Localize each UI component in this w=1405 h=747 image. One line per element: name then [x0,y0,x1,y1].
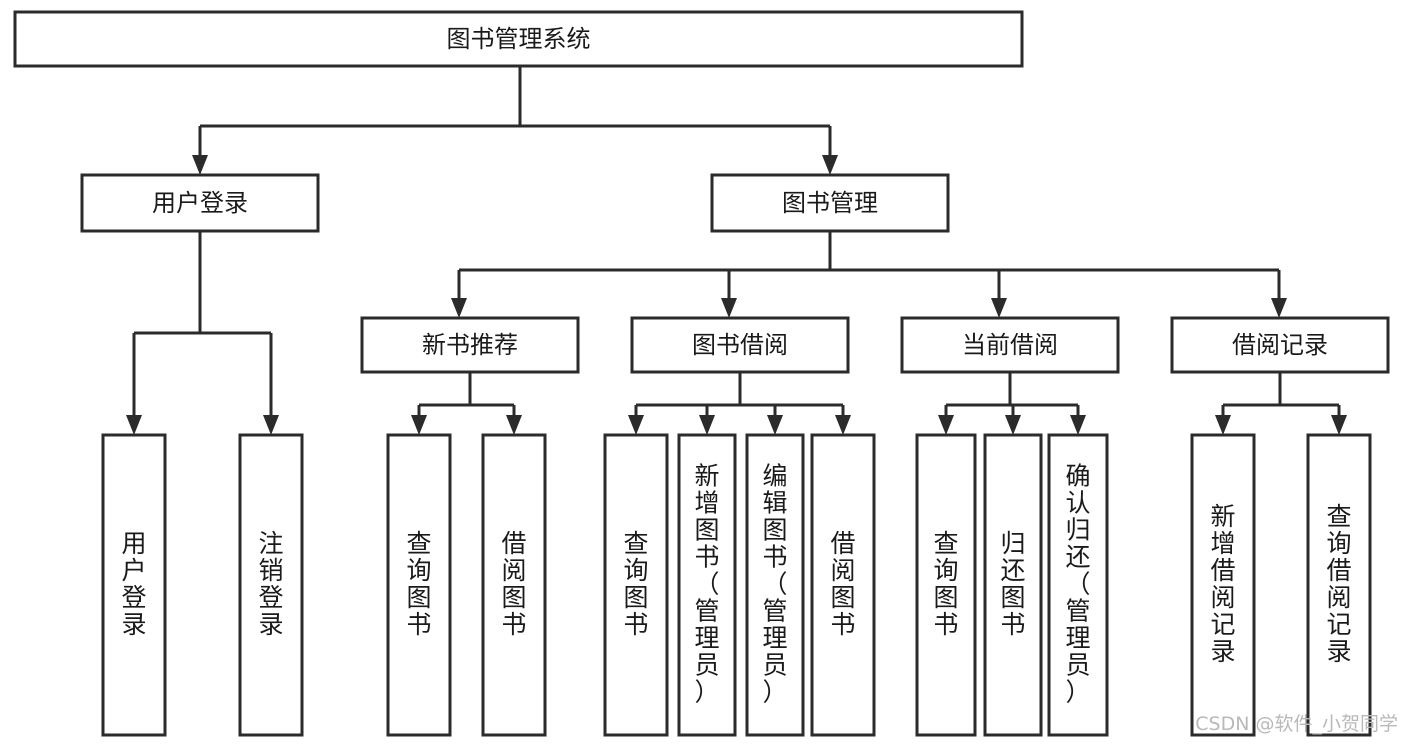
node-label-leaf-borrow-book: 借阅图书 [830,529,855,639]
node-box-leaf-query-borrow-record[interactable] [1306,433,1372,737]
node-borrow-record[interactable]: 借阅记录 [1170,316,1390,374]
node-label-leaf-borrow-book-recommend: 借阅图书 [501,529,526,639]
node-box-leaf-user-logout[interactable] [238,433,304,737]
node-leaf-borrow-book[interactable]: 借阅图书 [810,433,876,737]
node-box-leaf-edit-book[interactable] [745,433,805,737]
node-label-leaf-add-book: 新增图书（管理员） [694,462,719,707]
node-label-new-book-recommend: 新书推荐 [422,331,518,359]
node-label-leaf-edit-book: 编辑图书（管理员） [762,462,787,707]
node-label-leaf-user-logout: 注销登录 [258,529,283,639]
connector-borrow-record [1215,372,1347,435]
node-book-management[interactable]: 图书管理 [710,173,950,233]
node-leaf-return-book[interactable]: 归还图书 [983,433,1043,737]
node-leaf-edit-book[interactable]: 编辑图书（管理员） [745,433,805,737]
node-leaf-add-borrow-record[interactable]: 新增借阅记录 [1190,433,1256,737]
node-layer: 图书管理系统用户登录图书管理新书推荐图书借阅当前借阅借阅记录用户登录注销登录查询… [13,10,1390,737]
node-label-root: 图书管理系统 [447,25,591,53]
node-label-borrow-record: 借阅记录 [1232,331,1328,359]
node-label-leaf-add-borrow-record: 新增借阅记录 [1210,502,1235,666]
connector-user-login [126,231,279,435]
node-book-borrow[interactable]: 图书借阅 [630,316,850,374]
node-box-user-login[interactable] [80,173,320,233]
node-new-book-recommend[interactable]: 新书推荐 [360,316,580,374]
node-box-leaf-query-book-recommend[interactable] [386,433,452,737]
node-label-leaf-user-login: 用户登录 [121,529,146,639]
node-leaf-user-login[interactable]: 用户登录 [101,433,167,737]
node-box-new-book-recommend[interactable] [360,316,580,374]
node-leaf-add-book[interactable]: 新增图书（管理员） [677,433,737,737]
node-label-leaf-query-book-current: 查询图书 [933,529,958,639]
node-box-leaf-query-book-current[interactable] [915,433,977,737]
node-box-root[interactable] [13,10,1024,68]
node-label-leaf-query-book-recommend: 查询图书 [406,529,431,639]
node-box-leaf-confirm-return[interactable] [1047,433,1109,737]
node-label-leaf-query-book-borrow: 查询图书 [623,529,648,639]
node-leaf-confirm-return[interactable]: 确认归还（管理员） [1047,433,1109,737]
node-box-leaf-user-login[interactable] [101,433,167,737]
node-current-borrow[interactable]: 当前借阅 [900,316,1120,374]
node-user-login[interactable]: 用户登录 [80,173,320,233]
node-label-leaf-return-book: 归还图书 [1000,529,1025,639]
node-leaf-query-book-borrow[interactable]: 查询图书 [603,433,669,737]
node-label-book-borrow: 图书借阅 [692,331,788,359]
node-box-leaf-add-book[interactable] [677,433,737,737]
node-box-leaf-borrow-book[interactable] [810,433,876,737]
node-leaf-borrow-book-recommend[interactable]: 借阅图书 [481,433,547,737]
node-box-book-borrow[interactable] [630,316,850,374]
connector-root [192,66,838,175]
node-label-book-management: 图书管理 [782,189,878,217]
connector-book-borrow [628,372,851,435]
node-box-leaf-add-borrow-record[interactable] [1190,433,1256,737]
node-label-current-borrow: 当前借阅 [962,331,1058,359]
node-leaf-user-logout[interactable]: 注销登录 [238,433,304,737]
node-box-book-management[interactable] [710,173,950,233]
connector-layer [126,66,1347,435]
node-box-leaf-return-book[interactable] [983,433,1043,737]
node-label-leaf-confirm-return: 确认归还（管理员） [1065,462,1090,707]
node-root[interactable]: 图书管理系统 [13,10,1024,68]
node-leaf-query-borrow-record[interactable]: 查询借阅记录 [1306,433,1372,737]
node-box-current-borrow[interactable] [900,316,1120,374]
connector-new-book-recommend [411,372,522,435]
node-label-user-login: 用户登录 [152,189,248,217]
connector-current-borrow [938,372,1086,435]
csdn-watermark: CSDN @软件_小贺同学 [1195,713,1398,735]
connector-book-management [451,231,1287,318]
node-box-leaf-borrow-book-recommend[interactable] [481,433,547,737]
node-box-borrow-record[interactable] [1170,316,1390,374]
node-leaf-query-book-recommend[interactable]: 查询图书 [386,433,452,737]
node-label-leaf-query-borrow-record: 查询借阅记录 [1326,502,1351,666]
node-box-leaf-query-book-borrow[interactable] [603,433,669,737]
node-leaf-query-book-current[interactable]: 查询图书 [915,433,977,737]
